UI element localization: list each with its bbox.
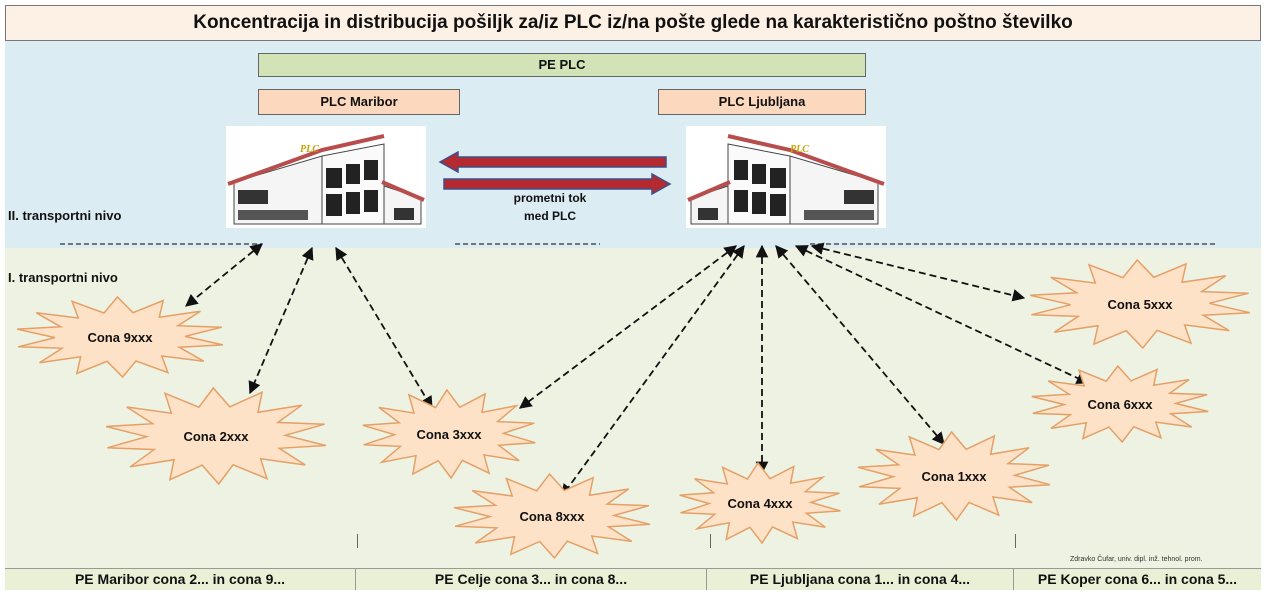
connection-arrow bbox=[518, 245, 738, 409]
zone-label-6: Cona 6xxx bbox=[1087, 397, 1153, 412]
flow-arrow-to-ljubljana bbox=[443, 172, 672, 196]
building-logo-text: PLC bbox=[790, 144, 809, 155]
connection-arrow bbox=[561, 244, 745, 498]
zone-label-5: Cona 5xxx bbox=[1107, 297, 1173, 312]
plc-maribor-box: PLC Maribor bbox=[258, 89, 460, 115]
zone-label-1: Cona 1xxx bbox=[921, 469, 987, 484]
zone-label-2: Cona 2xxx bbox=[183, 429, 249, 444]
zone-star-6 bbox=[1031, 364, 1209, 444]
plc-ljubljana-building-icon bbox=[686, 126, 886, 228]
zone-star-4 bbox=[679, 461, 841, 545]
building-logo-text: PLC bbox=[300, 144, 319, 155]
connection-arrow bbox=[810, 242, 1026, 302]
footer-bar: PE Maribor cona 2... in cona 9... PE Cel… bbox=[5, 568, 1261, 590]
footer-divider bbox=[706, 569, 707, 590]
plc-maribor-building-icon: PLC bbox=[226, 126, 426, 228]
zone-star-9 bbox=[16, 295, 224, 379]
region-tick bbox=[710, 534, 711, 548]
zone-label-9: Cona 9xxx bbox=[87, 330, 153, 345]
flow-label-line2: med PLC bbox=[523, 209, 576, 223]
zone-label-4: Cona 4xxx bbox=[727, 496, 793, 511]
connection-arrows bbox=[185, 242, 1090, 498]
level-2-label: II. transportni nivo bbox=[8, 208, 122, 223]
footer-divider bbox=[1013, 569, 1014, 590]
zone-star-3 bbox=[362, 388, 536, 480]
footer-divider bbox=[355, 569, 356, 590]
zone-label-8: Cona 8xxx bbox=[519, 509, 585, 524]
author-credit: Zdravko Čufar, univ. dipl. inž. tehnol. … bbox=[1070, 556, 1203, 563]
zone-star-8 bbox=[453, 472, 651, 560]
level-1-label: I. transportni nivo bbox=[8, 270, 118, 285]
zone-star-1 bbox=[857, 430, 1051, 522]
plc-ljubljana-box: PLC Ljubljana bbox=[658, 89, 866, 115]
footer-pe-koper: PE Koper cona 6... in cona 5... bbox=[1037, 571, 1238, 587]
footer-pe-ljubljana: PE Ljubljana cona 1... in cona 4... bbox=[749, 571, 971, 587]
zone-star-2 bbox=[106, 386, 326, 486]
connection-arrow bbox=[248, 246, 314, 395]
region-tick bbox=[357, 534, 358, 548]
flow-label: prometni tok med PLC bbox=[490, 189, 610, 225]
footer-pe-maribor: PE Maribor cona 2... in cona 9... bbox=[74, 571, 286, 587]
footer-pe-celje: PE Celje cona 3... in cona 8... bbox=[434, 571, 628, 587]
flow-arrow-to-maribor bbox=[438, 150, 667, 174]
region-tick bbox=[1015, 534, 1016, 548]
connection-arrow bbox=[185, 243, 263, 307]
zone-label-3: Cona 3xxx bbox=[416, 427, 482, 442]
flow-label-line1: prometni tok bbox=[513, 191, 587, 205]
zone-star-5 bbox=[1030, 258, 1250, 350]
connection-arrow bbox=[794, 245, 1090, 384]
diagram-title: Koncentracija in distribucija pošiljk za… bbox=[5, 5, 1261, 41]
pe-plc-box: PE PLC bbox=[258, 53, 866, 77]
connection-arrow bbox=[335, 246, 433, 410]
